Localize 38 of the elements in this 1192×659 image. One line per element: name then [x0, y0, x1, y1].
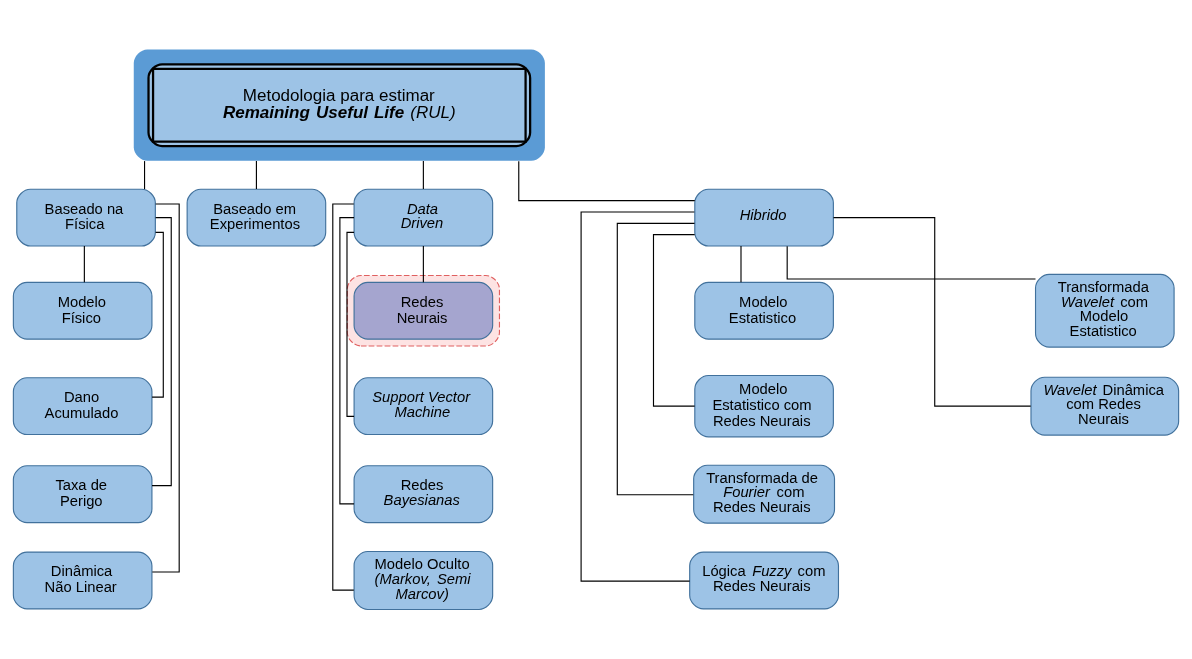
connector	[332, 203, 355, 591]
node-box: Wavelet Dinâmica com Redes Neurais	[1030, 376, 1180, 436]
connector	[518, 160, 696, 202]
node-box: Dano Acumulado	[12, 377, 153, 436]
node-box: Modelo Estatistico	[694, 281, 834, 340]
connector	[580, 211, 695, 582]
node-box: Redes Neurais	[353, 281, 494, 340]
connector	[144, 160, 146, 190]
connector	[346, 231, 355, 417]
connector	[832, 217, 1032, 407]
node-box: Taxa de Perigo	[12, 465, 153, 524]
node-box: Hibrido	[694, 188, 834, 247]
connector	[151, 231, 164, 398]
cluster	[346, 275, 501, 347]
connector	[786, 245, 1037, 280]
node-box: Data Driven	[353, 188, 494, 247]
connector	[339, 217, 355, 505]
node-box: Baseado em Experimentos	[186, 188, 327, 247]
node-box: Lógica Fuzzy com Redes Neurais	[689, 551, 840, 610]
connector	[422, 160, 424, 190]
connector	[616, 222, 696, 496]
connector	[652, 234, 696, 407]
node-box: Metodologia para estimar Remaining Useful Life (RUL)	[133, 49, 545, 161]
connector	[151, 203, 180, 573]
node-box: Modelo Oculto (Markov, Semi Marcov)	[353, 550, 494, 611]
connector	[151, 217, 172, 487]
node-box: Baseado na Física	[16, 188, 156, 247]
node-box: Modelo Estatistico com Redes Neurais	[694, 374, 834, 438]
connector	[740, 245, 742, 283]
node-box: Transformada Wavelet com Modelo Estatistico	[1034, 273, 1175, 348]
node-box: Transformada de Fourier com Redes Neurais	[693, 464, 836, 524]
node-box: Dinâmica Não Linear	[12, 551, 153, 610]
node-box: Redes Bayesianas	[353, 465, 494, 524]
connector	[255, 160, 257, 190]
node-box: Modelo Físico	[12, 281, 153, 340]
node-box: Support Vector Machine	[353, 377, 494, 436]
connector	[83, 245, 85, 283]
connector	[422, 245, 424, 283]
